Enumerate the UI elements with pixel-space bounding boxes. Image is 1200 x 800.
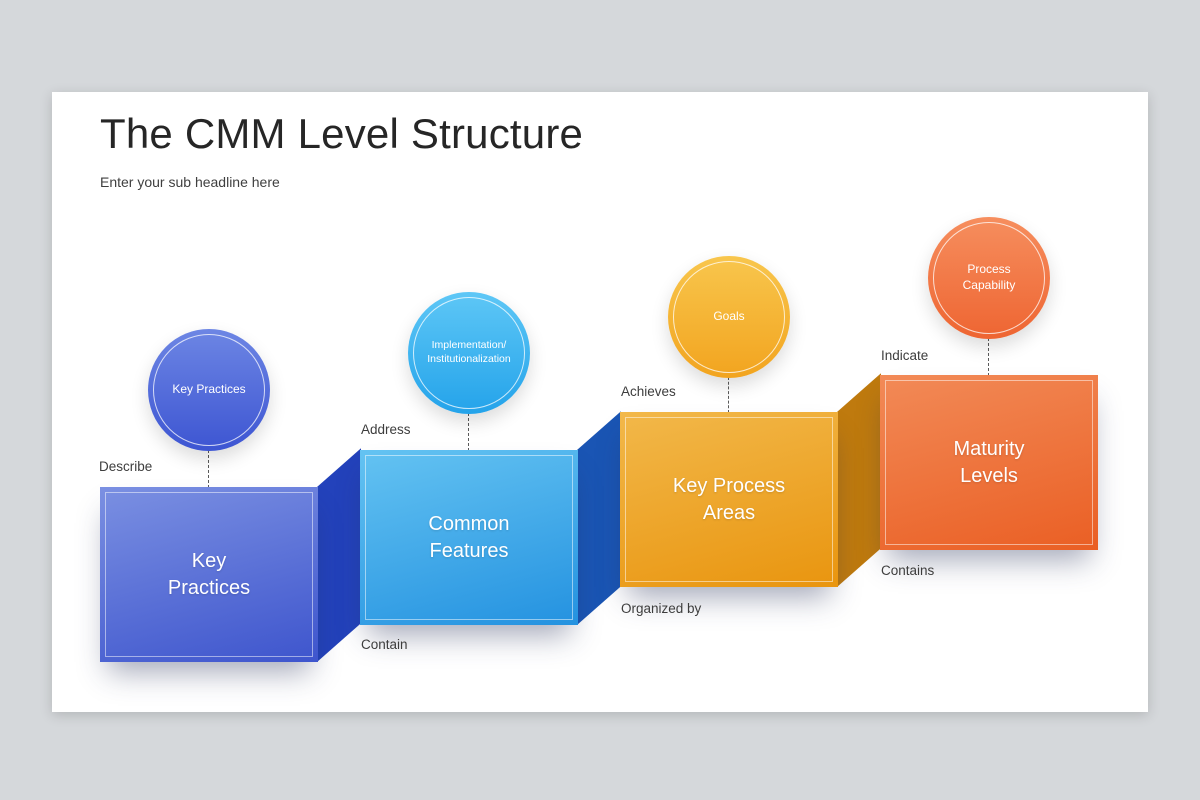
slide-title: The CMM Level Structure [100, 110, 584, 157]
step-label-below: Contain [361, 637, 408, 652]
step-label-below: Organized by [621, 601, 702, 616]
step-box: Key Practices [100, 487, 318, 662]
step-side-face [317, 448, 361, 662]
step-circle: Goals [668, 256, 790, 378]
step-box: Common Features [360, 450, 578, 625]
slide-card: The CMM Level Structure Enter your sub h… [52, 92, 1148, 712]
dashed-connector-line [728, 377, 729, 413]
step-side-face [837, 373, 881, 587]
step-label-above: Achieves [621, 384, 676, 399]
step-box-label: Key Practices [167, 550, 251, 599]
step-box-label: Maturity Levels [953, 438, 1025, 487]
step-label-above: Describe [99, 459, 153, 474]
dashed-connector-line [988, 338, 989, 376]
dashed-connector-line [208, 450, 209, 488]
step-circle-label: Implementation/ Institutionalization [427, 339, 511, 365]
step-circle-label: Key Practices [172, 382, 246, 397]
cmm-staircase-diagram: Key Practices Key Practices Describe Com… [52, 92, 1148, 712]
step-label-above: Indicate [881, 348, 929, 363]
step-box-label: Common Features [428, 513, 510, 562]
step-side-face [577, 411, 621, 625]
step-box: Key Process Areas [620, 412, 838, 587]
step-label-below: Contains [881, 563, 935, 578]
step-circle: Process Capability [928, 217, 1050, 339]
step-label-above: Address [361, 422, 411, 437]
step-box-label: Key Process Areas [672, 475, 786, 524]
step-circle: Implementation/ Institutionalization [408, 292, 530, 414]
dashed-connector-line [468, 413, 469, 451]
step-circle-label: Process Capability [962, 262, 1016, 292]
slide-subtitle: Enter your sub headline here [100, 174, 280, 190]
step-box: Maturity Levels [880, 375, 1098, 550]
step-circle-label: Goals [713, 309, 745, 324]
step-circle: Key Practices [148, 329, 270, 451]
